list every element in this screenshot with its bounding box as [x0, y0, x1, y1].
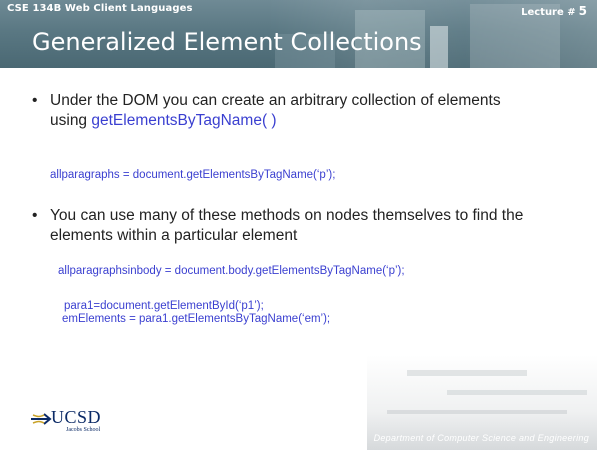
bullet-1-line1: Under the DOM you can create an arbitrar… — [50, 92, 501, 109]
code-line: emElements = para1.getElementsByTagName(… — [62, 313, 331, 325]
bullet-1-line2: using getElementsByTagName( ) — [50, 112, 277, 129]
footer-background — [367, 355, 597, 450]
logo-text: UCSD — [51, 407, 102, 427]
slide-header: CSE 134B Web Client Languages Lecture #5… — [0, 0, 597, 68]
inline-code: getElementsByTagName( ) — [91, 112, 277, 129]
bullet-2-line2: elements within a particular element — [50, 227, 298, 244]
ucsd-logo: UCSD Jacobs School — [30, 407, 120, 433]
course-name: CSE 134B Web Client Languages — [7, 3, 193, 14]
lecture-num: 5 — [578, 4, 587, 18]
bullet-marker: • — [32, 92, 38, 109]
slide-title: Generalized Element Collections — [32, 28, 422, 56]
code-line: allparagraphs = document.getElementsByTa… — [50, 169, 336, 181]
lecture-label: Lecture # — [521, 7, 576, 18]
code-line: allparagraphsinbody = document.body.getE… — [58, 265, 405, 277]
triton-icon — [31, 413, 52, 425]
logo-subtext: Jacobs School — [66, 427, 101, 433]
bullet-2-line1: You can use many of these methods on nod… — [50, 207, 524, 224]
department-footer: Department of Computer Science and Engin… — [373, 433, 589, 443]
lecture-number: Lecture #5 — [521, 4, 587, 18]
bullet-marker: • — [32, 207, 38, 224]
code-line: para1=document.getElementById(‘p1’); — [64, 300, 264, 312]
